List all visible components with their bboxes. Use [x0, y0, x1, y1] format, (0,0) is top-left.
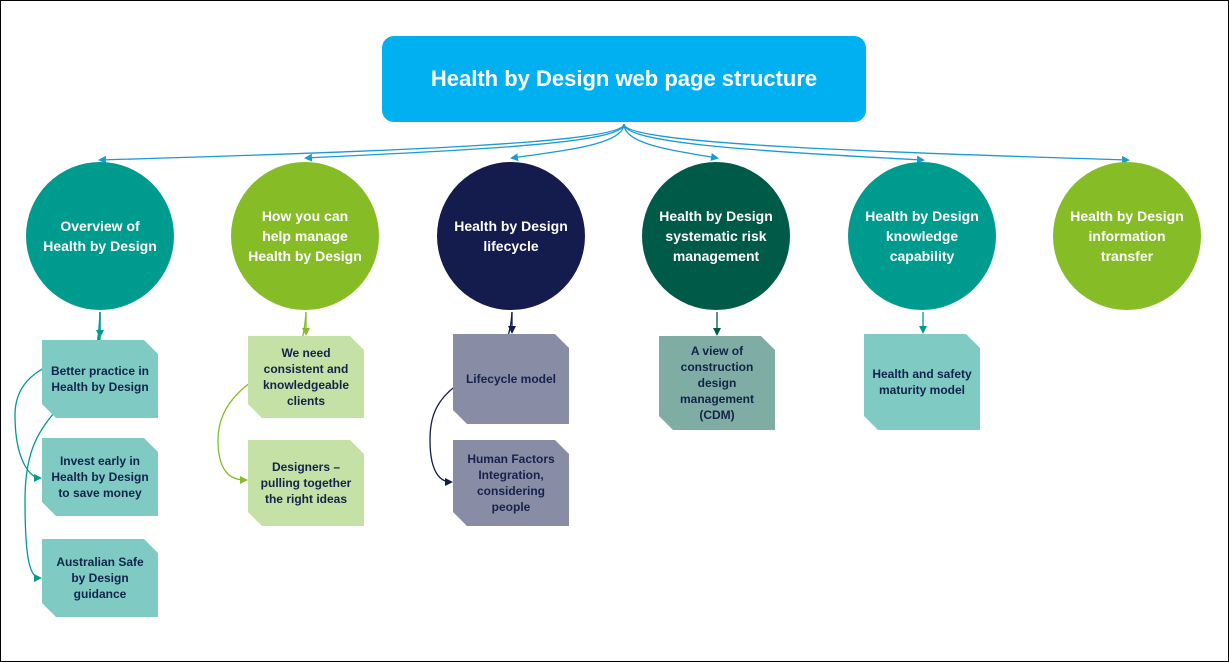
diagram-title-box: Health by Design web page structure — [382, 36, 866, 122]
topic-circle-help-manage: How you can help manage Health by Design — [231, 162, 379, 310]
topic-circle-information-transfer: Health by Design information transfer — [1053, 162, 1201, 310]
card-cdm: A view of construction design management… — [659, 336, 775, 430]
card-label: Designers – pulling together the right i… — [260, 460, 352, 506]
card-label: Invest early in Health by Design to save… — [51, 454, 149, 500]
card-human-factors: Human Factors Integration, considering p… — [453, 440, 569, 526]
diagram-title: Health by Design web page structure — [430, 66, 818, 91]
card-label: A view of construction design management… — [679, 344, 755, 422]
topic-label: Overview of Health by Design — [43, 218, 157, 254]
card-label: Health and safety maturity model — [872, 367, 972, 397]
topic-label: Health by Design systematic risk managem… — [659, 208, 773, 264]
card-australian-guidance: Australian Safe by Design guidance — [42, 539, 158, 617]
card-label: Human Factors Integration, considering p… — [467, 452, 555, 514]
card-label: Lifecycle model — [465, 372, 557, 386]
topic-circle-overview: Overview of Health by Design — [26, 162, 174, 310]
card-better-practice: Better practice in Health by Design — [42, 340, 158, 418]
topic-label: Health by Design lifecycle — [454, 218, 568, 254]
topic-label: Health by Design knowledge capability — [865, 208, 979, 264]
card-label: Australian Safe by Design guidance — [56, 555, 144, 601]
card-maturity-model: Health and safety maturity model — [864, 334, 980, 430]
card-consistent-clients: We need consistent and knowledgeable cli… — [248, 336, 364, 418]
topic-circle-knowledge-capability: Health by Design knowledge capability — [848, 162, 996, 310]
topic-label: How you can help manage Health by Design — [248, 208, 362, 264]
topic-label: Health by Design information transfer — [1070, 208, 1184, 264]
topic-circle-risk-management: Health by Design systematic risk managem… — [642, 162, 790, 310]
card-designers-ideas: Designers – pulling together the right i… — [248, 440, 364, 526]
card-label: Better practice in Health by Design — [50, 364, 150, 394]
card-label: We need consistent and knowledgeable cli… — [262, 346, 350, 408]
card-lifecycle-model: Lifecycle model — [453, 334, 569, 424]
topic-circle-lifecycle: Health by Design lifecycle — [437, 162, 585, 310]
card-invest-early: Invest early in Health by Design to save… — [42, 438, 158, 516]
